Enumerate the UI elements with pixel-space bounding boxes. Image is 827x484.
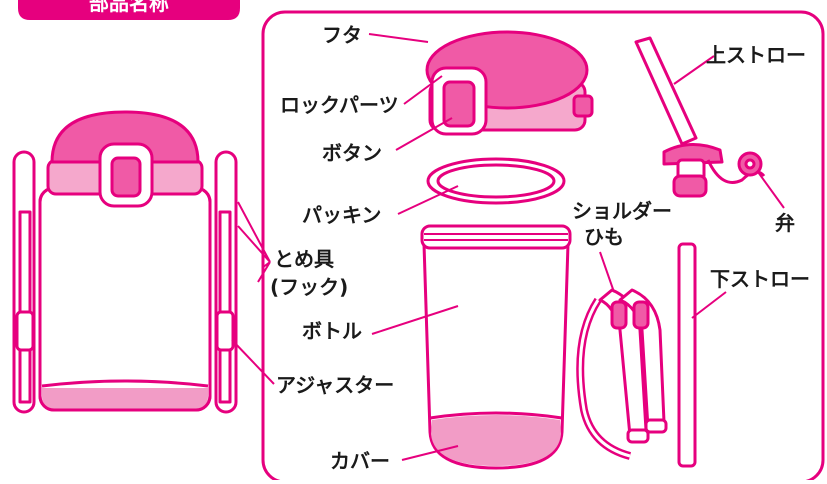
bottle-assembled-icon — [12, 110, 238, 414]
label-button: ボタン — [322, 141, 382, 165]
label-lower-straw: 下ストロー — [710, 267, 810, 291]
label-packing: パッキン — [302, 203, 381, 227]
shoulder-strap-icon — [576, 288, 668, 460]
leader-lines — [231, 33, 785, 461]
label-valve: 弁 — [775, 211, 795, 235]
label-hook-2: (フック) — [270, 275, 348, 299]
lid-icon — [425, 30, 594, 136]
label-shoulder-strap-2: ひも — [584, 225, 624, 249]
header-tab — [18, 0, 240, 20]
label-hook-1: とめ具 — [274, 247, 334, 271]
lower-straw-icon — [677, 242, 697, 468]
label-shoulder-strap-1: ショルダー — [572, 199, 672, 223]
label-upper-straw: 上ストロー — [706, 43, 806, 67]
header-title: 部品名称 — [89, 0, 169, 15]
label-bottle: ボトル — [302, 319, 362, 343]
label-lock-parts: ロックパーツ — [280, 93, 399, 117]
labels: フタ ロックパーツ ボタン パッキン ボトル カバー 上ストロー 弁 ショルダー… — [270, 23, 810, 473]
upper-straw-icon — [634, 36, 766, 198]
label-futa: フタ — [322, 23, 362, 47]
label-adjuster: アジャスター — [276, 373, 394, 397]
label-cover: カバー — [330, 449, 390, 473]
packing-ring-icon — [426, 157, 566, 205]
bottle-body-icon — [420, 224, 572, 470]
